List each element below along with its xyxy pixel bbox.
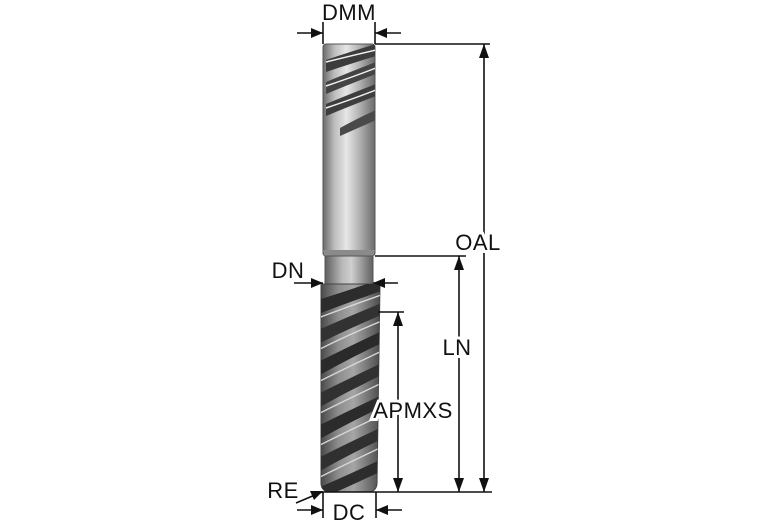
- ln-label: LN: [442, 335, 471, 360]
- dn-dimension: [294, 278, 398, 288]
- dimension-lines: [316, 22, 492, 518]
- shank-grooves: [325, 44, 375, 136]
- re-label: RE: [267, 478, 299, 503]
- dmm-dimension: [297, 28, 401, 38]
- end-mill-tool: [320, 43, 381, 493]
- dn-label: DN: [272, 258, 305, 283]
- apmxs-dimension: [393, 312, 403, 492]
- tool-neck: [324, 255, 374, 287]
- dmm-label: DMM: [322, 0, 376, 25]
- dc-label: DC: [333, 500, 366, 523]
- dc-dimension: [297, 505, 402, 515]
- oal-dimension: [479, 44, 489, 492]
- oal-label: OAL: [455, 230, 501, 255]
- apmxs-label: APMXS: [373, 398, 453, 423]
- ln-dimension: [454, 256, 464, 492]
- helical-flutes: [321, 284, 380, 492]
- re-leader: [295, 491, 323, 504]
